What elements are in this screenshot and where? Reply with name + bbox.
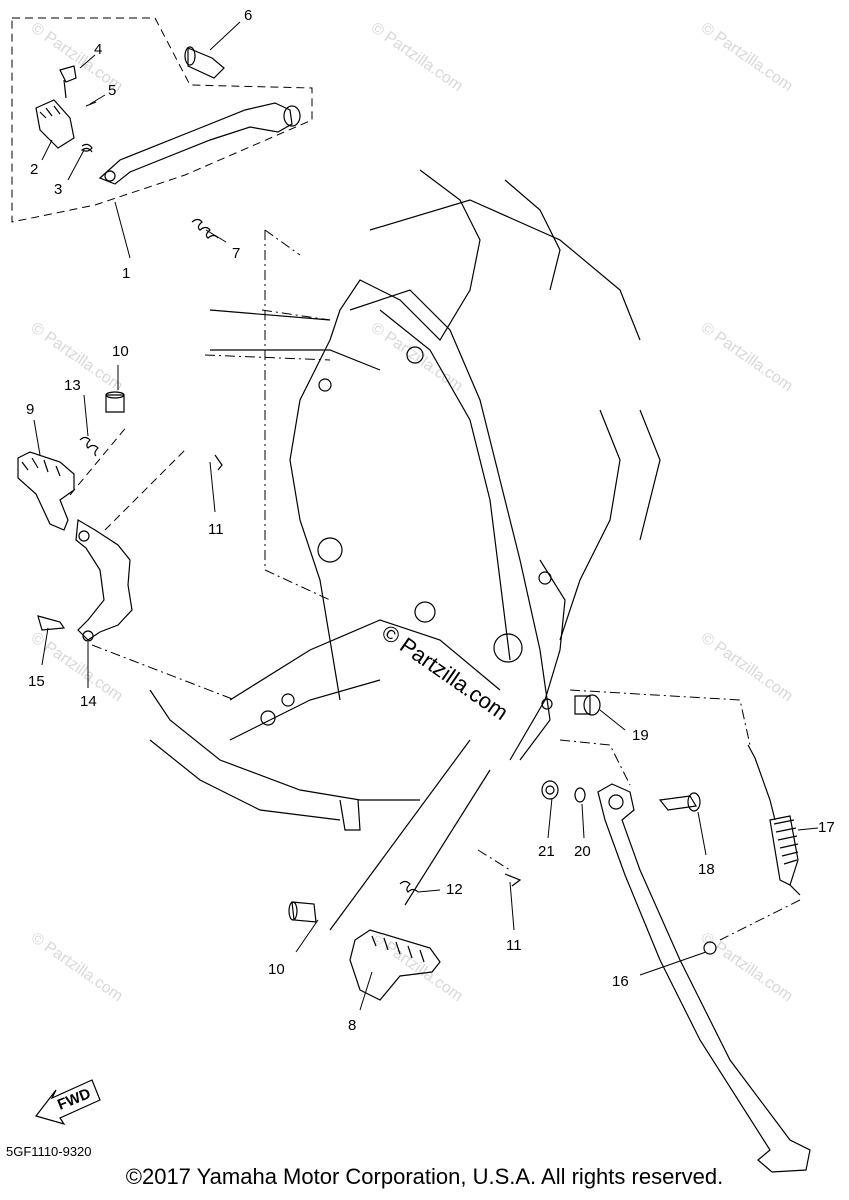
callout-7: 7 xyxy=(232,245,240,262)
ref-line xyxy=(204,354,331,361)
copyright-notice: ©2017 Yamaha Motor Corporation, U.S.A. A… xyxy=(125,1164,724,1189)
left-footrest xyxy=(17,391,223,642)
ref-line xyxy=(264,230,331,601)
watermark: © Partzilla.com xyxy=(368,19,466,95)
diagram-code: 5GF1110-9320 xyxy=(6,1144,92,1159)
brake-pedal-assembly xyxy=(35,46,301,239)
center-watermark: © Partzilla.com xyxy=(377,620,513,726)
callout-10a: 10 xyxy=(112,343,129,360)
watermark: © Partzilla.com xyxy=(368,929,466,1005)
callout-13: 13 xyxy=(64,377,81,394)
callout-18: 18 xyxy=(698,861,715,878)
frame-outline xyxy=(149,169,661,831)
callout-16: 16 xyxy=(612,973,629,990)
callout-21: 21 xyxy=(538,843,555,860)
callout-20: 20 xyxy=(574,843,591,860)
callout-12: 12 xyxy=(446,881,463,898)
callout-8: 8 xyxy=(348,1017,356,1034)
callout-19: 19 xyxy=(632,727,649,744)
callout-11b: 11 xyxy=(506,937,522,954)
callout-11a: 11 xyxy=(208,521,224,538)
callout-2: 2 xyxy=(30,161,38,178)
ref-line xyxy=(91,644,236,701)
callouts: 6 4 5 2 3 7 1 10 13 9 11 15 14 19 17 21 … xyxy=(26,7,835,1034)
callout-6: 6 xyxy=(244,7,252,24)
sidestand xyxy=(541,694,811,1173)
callout-14: 14 xyxy=(80,693,97,710)
ref-line xyxy=(569,689,751,746)
callout-3: 3 xyxy=(54,181,62,198)
watermark: © Partzilla.com xyxy=(28,629,126,705)
callout-5: 5 xyxy=(108,82,116,99)
callout-10b: 10 xyxy=(268,961,285,978)
fwd-arrow: FWD xyxy=(34,1079,101,1126)
watermark: © Partzilla.com xyxy=(368,319,466,395)
callout-9: 9 xyxy=(26,401,34,418)
watermark: © Partzilla.com xyxy=(698,319,796,395)
right-footrest xyxy=(288,739,522,1001)
watermark: © Partzilla.com xyxy=(698,629,796,705)
ref-line xyxy=(477,849,511,871)
callout-4: 4 xyxy=(94,41,102,58)
watermark: © Partzilla.com xyxy=(698,929,796,1005)
ref-line xyxy=(719,899,801,941)
ref-line xyxy=(261,309,331,321)
fwd-label: FWD xyxy=(55,1085,93,1114)
watermark: © Partzilla.com xyxy=(28,929,126,1005)
callout-15: 15 xyxy=(28,673,45,690)
ref-line xyxy=(264,229,301,256)
callout-17: 17 xyxy=(818,819,835,836)
watermark: © Partzilla.com xyxy=(698,19,796,95)
leader-lines xyxy=(33,21,819,1011)
callout-1: 1 xyxy=(122,265,130,282)
ref-line xyxy=(559,739,631,786)
